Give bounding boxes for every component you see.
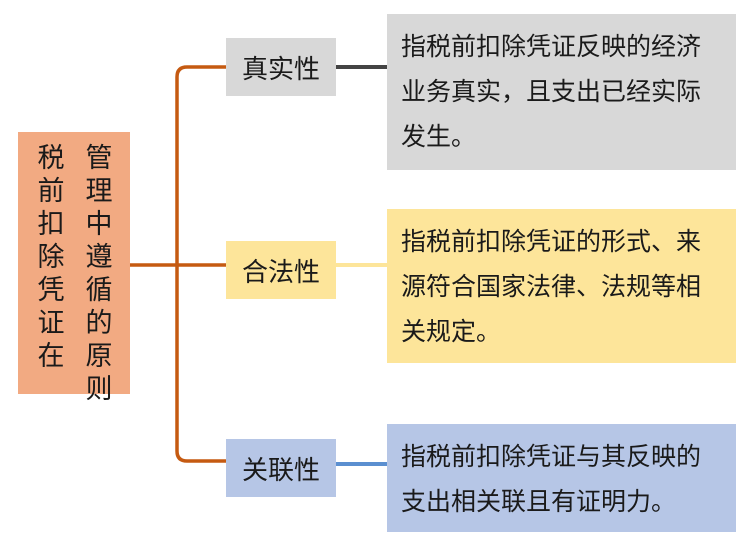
principle-desc-related: 指税前扣除凭证与其反映的支出相关联且有证明力。 bbox=[387, 424, 736, 532]
root-node: 税前扣除凭证在 管理中遵循的原则 bbox=[18, 132, 130, 405]
bracket-connector bbox=[130, 65, 226, 463]
principle-label-legal: 合法性 bbox=[226, 241, 336, 299]
root-title-line2: 管理中遵循的原则 bbox=[85, 143, 113, 405]
principle-label-related: 关联性 bbox=[226, 439, 336, 497]
principle-desc-real: 指税前扣除凭证反映的经济业务真实，且支出已经实际发生。 bbox=[387, 14, 736, 170]
principle-label-real: 真实性 bbox=[226, 38, 336, 96]
principle-desc-legal: 指税前扣除凭证的形式、来源符合国家法律、法规等相关规定。 bbox=[387, 209, 736, 363]
root-title-line1: 税前扣除凭证在 bbox=[37, 143, 65, 372]
